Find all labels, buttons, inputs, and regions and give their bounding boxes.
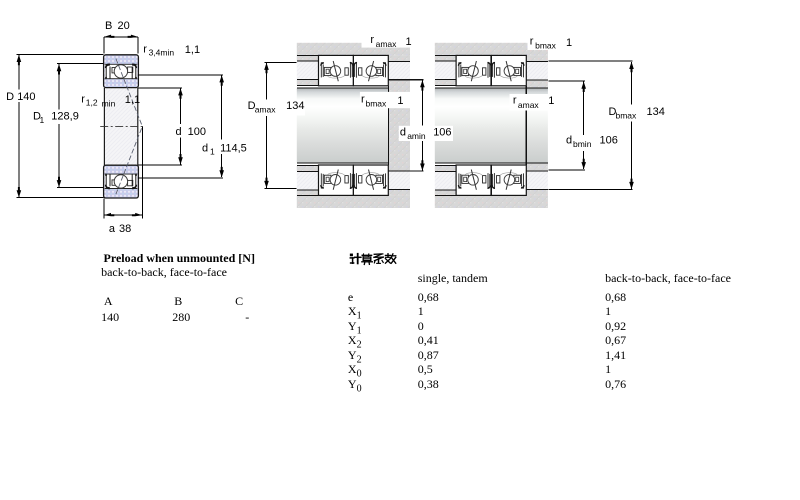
svg-text:100: 100 [188, 126, 206, 138]
svg-text:d: d [400, 127, 406, 139]
svg-text:r: r [81, 93, 85, 105]
svg-text:min: min [102, 99, 116, 109]
svg-text:1: 1 [406, 36, 412, 48]
svg-text:r: r [530, 36, 534, 48]
svg-text:3,4min: 3,4min [149, 48, 175, 58]
svg-text:1: 1 [40, 115, 45, 125]
svg-text:1: 1 [548, 95, 554, 107]
svg-text:bmax: bmax [366, 98, 388, 108]
svg-text:1,1: 1,1 [125, 94, 140, 106]
svg-text:1,2: 1,2 [86, 98, 98, 108]
svg-text:bmax: bmax [616, 111, 638, 121]
svg-text:bmax: bmax [535, 41, 557, 51]
svg-text:bmin: bmin [573, 139, 592, 149]
svg-text:d: d [202, 142, 208, 154]
svg-text:1: 1 [397, 95, 403, 107]
svg-text:r: r [143, 44, 147, 56]
svg-text:38: 38 [119, 223, 131, 235]
svg-text:128,9: 128,9 [51, 111, 79, 123]
svg-text:r: r [370, 34, 374, 46]
svg-text:106: 106 [600, 135, 618, 147]
svg-text:134: 134 [647, 106, 665, 118]
svg-text:1: 1 [566, 37, 572, 49]
svg-text:106: 106 [433, 127, 451, 139]
svg-text:140: 140 [17, 91, 35, 103]
svg-text:amax: amax [376, 39, 398, 49]
svg-text:d: d [176, 126, 182, 138]
svg-text:20: 20 [118, 20, 130, 32]
svg-text:D: D [248, 100, 256, 112]
svg-text:a: a [109, 223, 116, 235]
svg-text:D: D [33, 111, 41, 123]
svg-text:1,1: 1,1 [185, 44, 200, 56]
svg-text:r: r [361, 94, 365, 106]
svg-text:134: 134 [286, 100, 304, 112]
svg-text:amin: amin [407, 131, 426, 141]
svg-text:amax: amax [255, 105, 277, 115]
svg-text:r: r [513, 95, 517, 107]
svg-text:amax: amax [518, 100, 540, 110]
svg-text:1: 1 [210, 147, 215, 157]
svg-text:D: D [609, 106, 617, 118]
svg-text:B: B [105, 20, 112, 32]
svg-text:d: d [566, 135, 572, 147]
svg-text:D: D [6, 91, 14, 103]
svg-text:114,5: 114,5 [220, 142, 247, 154]
